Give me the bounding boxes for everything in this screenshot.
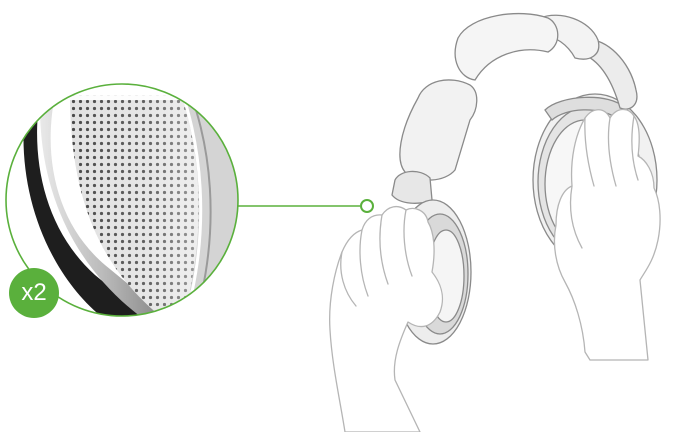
- count-badge: x2: [9, 268, 59, 318]
- hands: [330, 109, 660, 432]
- callout-point: [361, 200, 373, 212]
